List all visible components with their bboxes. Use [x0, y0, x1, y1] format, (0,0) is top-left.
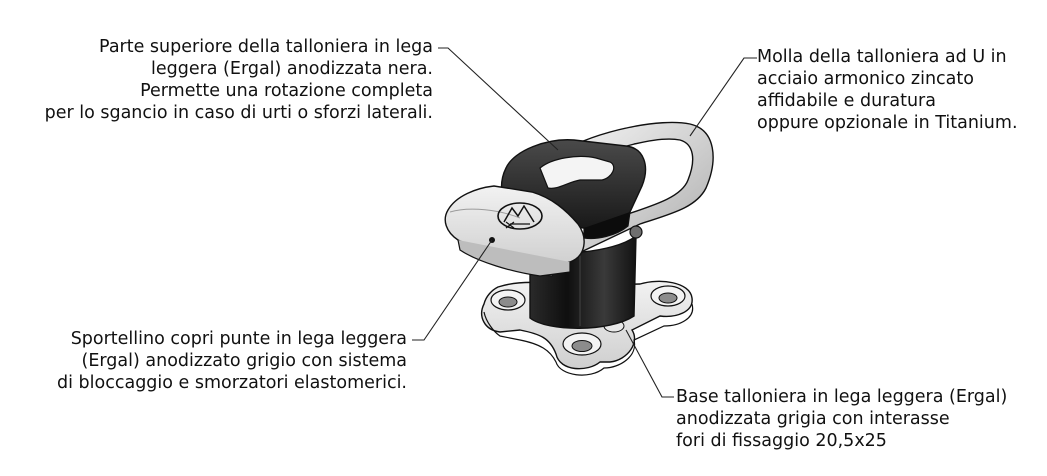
callout-base: Base talloniera in lega leggera (Ergal) … [676, 386, 1007, 452]
mountain-logo-icon [497, 202, 543, 230]
callout-line: (Ergal) anodizzato grigio con sistema [81, 351, 407, 371]
callout-line: di bloccaggio e smorzatori elastomerici. [57, 373, 407, 393]
callout-line: Molla della talloniera ad U in [757, 47, 1007, 67]
mounting-hole [562, 332, 602, 356]
callout-line: Permette una rotazione completa [140, 81, 433, 101]
callout-line: oppure opzionale in Titanium. [757, 113, 1018, 133]
callout-line: Parte superiore della talloniera in lega [99, 37, 433, 57]
callout-line: Sportellino copri punte in lega leggera [70, 329, 407, 349]
callout-spring: Molla della talloniera ad U in acciaio a… [757, 46, 1018, 134]
leader-lines [412, 47, 757, 398]
leader-line-toe-cover [412, 239, 493, 341]
callout-line: anodizzata grigia con interasse [676, 409, 950, 429]
mounting-hole [490, 289, 526, 311]
callout-line: acciaio armonico zincato [757, 69, 974, 89]
callout-line: Base talloniera in lega leggera (Ergal) [676, 387, 1008, 407]
side-pin [629, 225, 643, 239]
leader-line-spring [689, 57, 757, 137]
callout-top-part: Parte superiore della talloniera in lega… [45, 36, 433, 124]
leader-line-base [625, 329, 674, 398]
mounting-hole [650, 285, 686, 307]
leader-line-top-part [438, 47, 559, 151]
callout-line: leggera (Ergal) anodizzata nera. [150, 59, 433, 79]
callout-line: affidabile e duratura [757, 91, 936, 111]
callout-line: per lo sgancio in caso di urti o sforzi … [44, 103, 433, 123]
callout-toe-cover: Sportellino copri punte in lega leggera … [57, 328, 407, 394]
callout-line: fori di fissaggio 20,5x25 [676, 431, 887, 451]
